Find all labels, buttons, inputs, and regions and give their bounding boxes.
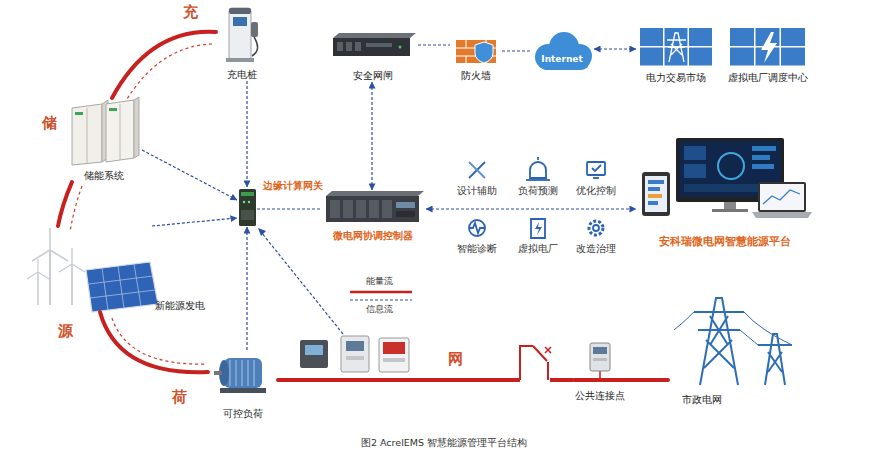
figure-caption: 图2 AcrelEMS 智慧能源管理平台结构 [361,437,527,448]
solar-panel [86,262,158,312]
node-label: 电力交易市场 [646,72,706,84]
section-char: 充 [183,3,198,21]
energy-dash [70,186,82,232]
energy-dash [112,318,206,364]
info-flow [246,227,247,350]
meter-stub [599,371,601,380]
node-label: 安全网闸 [353,70,393,82]
info-flow [371,82,372,190]
charging-pile-node: 充电桩 [216,3,268,81]
energy-flow [100,312,208,372]
gateway-device [239,189,256,226]
firewall-icon [456,40,496,63]
pcc-node: 公共连接点 [573,340,627,402]
platform-node: 安科瑞微电网智慧能源平台 [636,132,814,248]
internet-node: Internet [530,32,594,74]
info-flow [502,50,530,51]
bus-segment [574,378,628,382]
vpp-screen [730,28,805,66]
market-node: 电力交易市场 [636,26,716,84]
energy-flow [58,182,72,226]
node-label: 可控负荷 [223,408,263,420]
info-flow [246,81,247,187]
charging-pile-icon [226,8,258,62]
info-flow [152,218,237,226]
function-label: 设计辅助 [457,185,497,196]
energy-flow [112,32,216,98]
node-label: 虚拟电厂调度中心 [728,72,808,84]
info-leader [261,232,343,334]
node-label: 新能源发电 [155,300,205,312]
function-label: 智能诊断 [457,243,497,254]
legend-info-sample [350,299,412,300]
controller-node: 微电网协调控制器 [320,190,426,242]
section-char: 源 [58,322,73,340]
security-gateway-device [333,33,416,56]
pcc-meter [590,343,610,371]
section-char: 荷 [172,388,187,406]
section-char: 储 [42,114,57,132]
node-label: 储能系统 [84,170,124,182]
info-flow [426,208,636,209]
info-leader-head [258,228,266,236]
storage-cabinets [72,97,139,165]
storage-node: 储能系统 [66,98,142,182]
info-flow [142,150,237,200]
controller-device [326,191,424,222]
wind-turbines [27,228,85,305]
market-screen [640,28,712,66]
field-meters [300,336,409,372]
load-node: 可控负荷 [208,350,278,420]
legend-text: 能量流 [366,276,393,287]
function-label: 改造治理 [576,243,616,254]
motor-icon [214,358,266,393]
platform-devices [642,138,812,218]
switch-gap [520,374,550,386]
function-label: 虚拟电厂 [518,243,558,254]
cloud-icon [535,32,592,70]
legend-energy-sample [350,291,412,294]
node-label: 公共连接点 [575,390,625,402]
info-flow [257,208,320,209]
grid-node: 市政电网 [668,288,804,406]
firewall-node: 防火墙 [450,36,502,82]
section-char: 网 [448,350,463,368]
switch-mark [545,347,551,353]
node-label: 安科瑞微电网智慧能源平台 [659,235,791,248]
node-label: 市政电网 [682,394,722,406]
grid-towers [674,298,792,385]
legend-text: 信息流 [366,304,393,315]
switch-symbol [520,346,548,380]
gateway-node: 边缘计算网关 [237,187,257,227]
security-gateway-node: 安全网闸 [328,30,418,82]
info-flow [418,44,450,45]
renewable-node: 新能源发电 [30,226,214,312]
node-label: 边缘计算网关 [263,180,323,192]
vpp-center-node: 虚拟电厂调度中心 [726,26,810,84]
node-label: 充电桩 [227,69,257,81]
node-label: 微电网协调控制器 [333,230,413,242]
function-label: 优化控制 [576,185,616,196]
function-icons [469,157,605,238]
node-label: Internet [541,54,582,65]
info-flow [594,48,636,49]
function-label: 负荷预测 [518,185,558,196]
energy-flow [627,378,668,382]
energy-dash [124,44,212,104]
node-label: 防火墙 [461,70,491,82]
